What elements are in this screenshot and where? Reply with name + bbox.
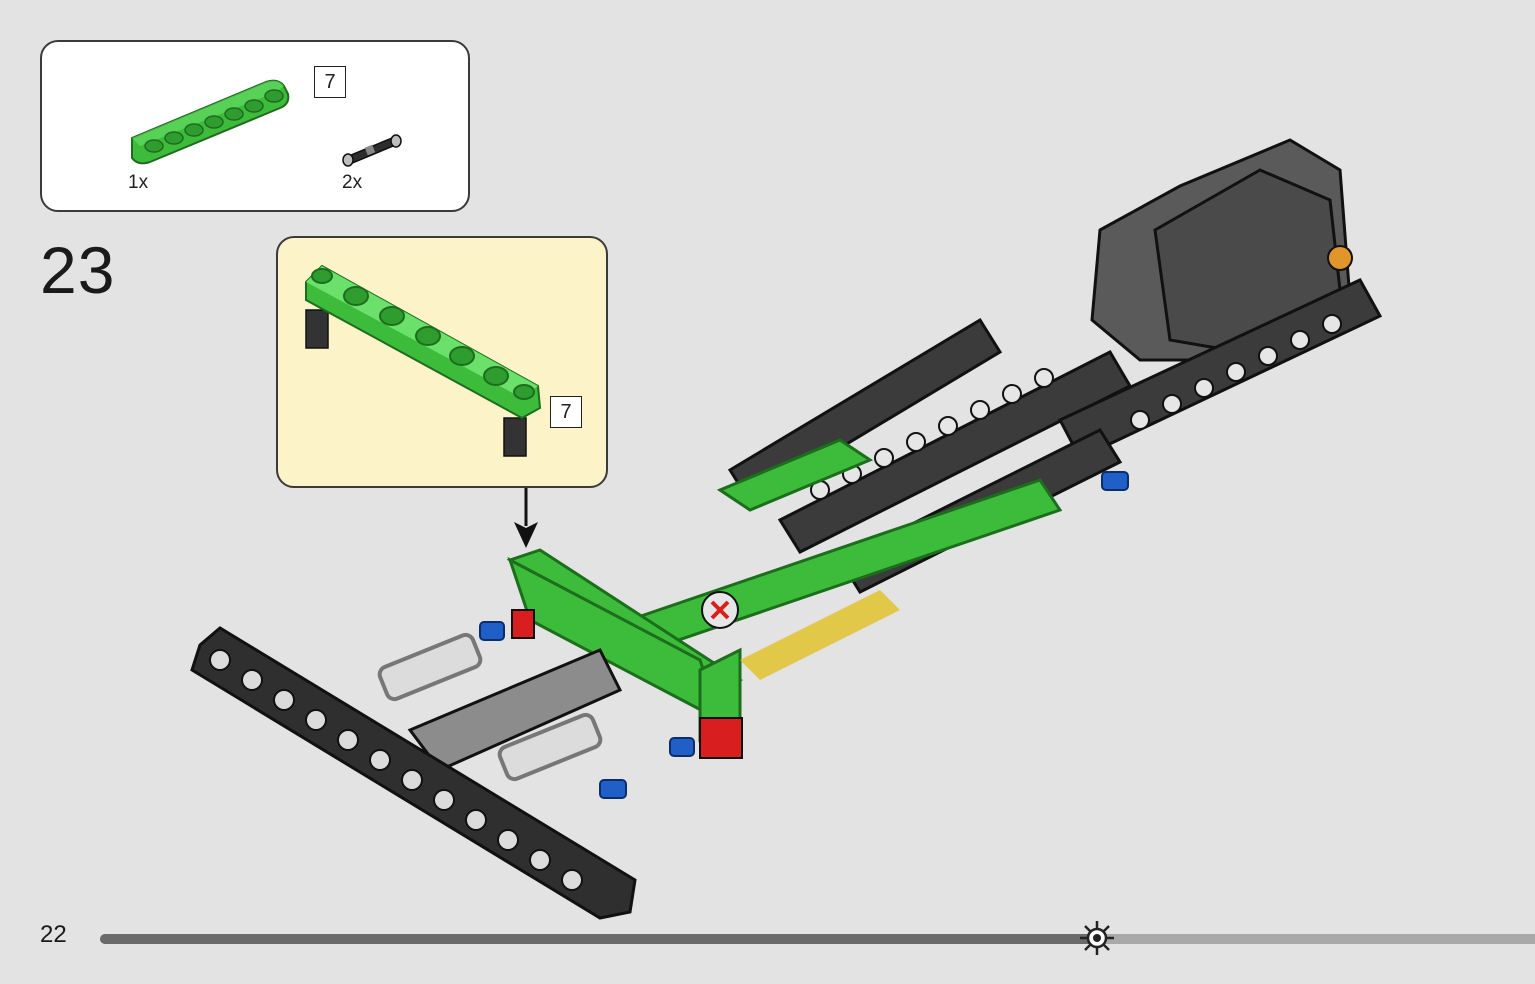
step-number: 23 — [40, 233, 116, 307]
part-quantity-beam: 1x — [128, 172, 149, 193]
progress-marker-icon — [1080, 921, 1114, 955]
beam-length-badge: 7 — [314, 66, 346, 98]
page-number: 22 — [40, 921, 67, 948]
part-quantity-pin: 2x — [342, 172, 363, 193]
sub-assembly-callout: 7 — [276, 236, 608, 488]
callout-length-badge: 7 — [550, 396, 582, 428]
parts-list-box: 1x 7 2x — [40, 40, 470, 212]
progress-track — [100, 934, 1535, 944]
black-pin-part-icon — [342, 134, 402, 167]
model-illustration — [190, 138, 1383, 920]
green-beam-part-icon — [131, 79, 290, 165]
battery-box-icon — [1090, 138, 1353, 362]
progress-fill — [100, 934, 1097, 944]
callout-beam-assembly-icon — [305, 264, 542, 457]
placement-arrow-icon — [514, 488, 538, 548]
